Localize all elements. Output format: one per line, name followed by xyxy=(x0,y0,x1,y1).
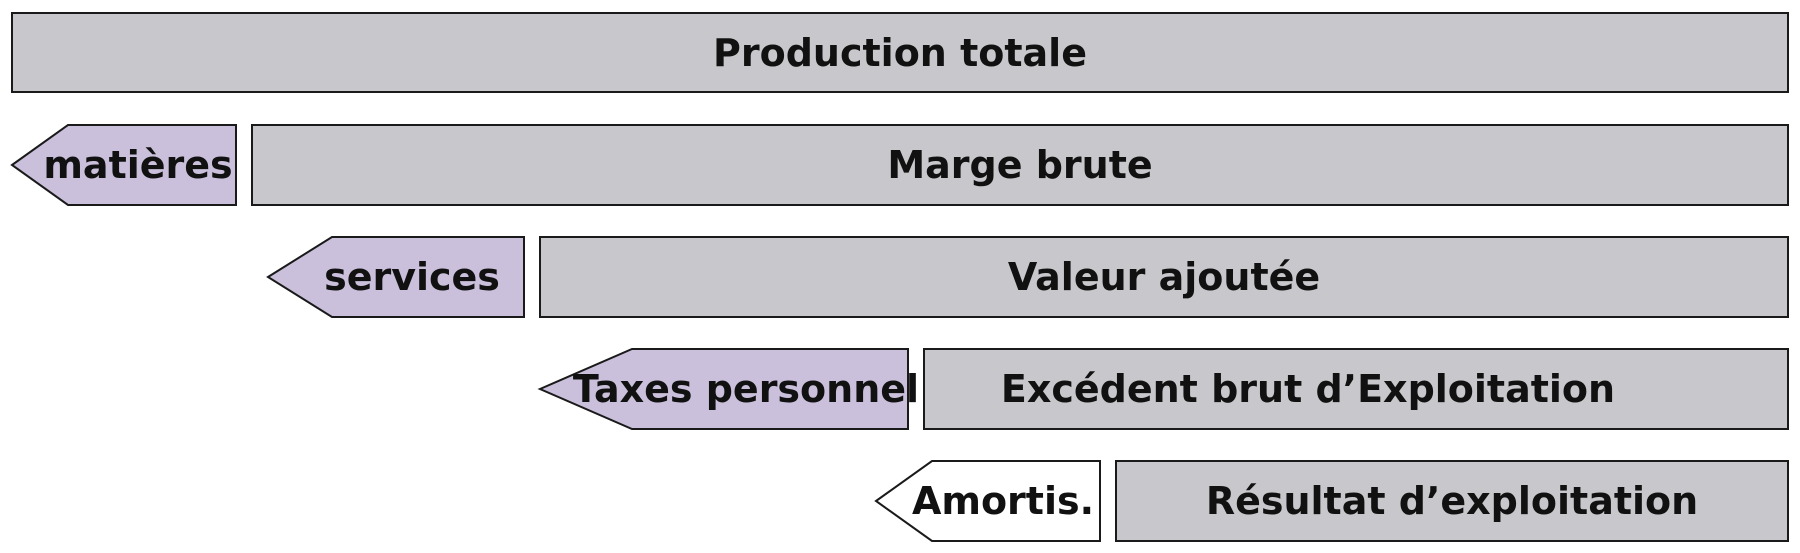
bar-valeur-ajoutee-label: Valeur ajoutée xyxy=(1008,255,1320,299)
deduction-taxes-personnel-label: Taxes personnel xyxy=(573,367,919,411)
bar-marge-brute: Marge brute xyxy=(251,124,1789,206)
bar-marge-brute-label: Marge brute xyxy=(887,143,1152,187)
bar-production-totale-label: Production totale xyxy=(713,31,1087,75)
deduction-amortissements: Amortis. xyxy=(874,460,1101,542)
bar-resultat-exploitation-label: Résultat d’exploitation xyxy=(1206,479,1698,523)
bar-excedent-brut-exploitation-label: Excédent brut d’Exploitation xyxy=(1001,367,1615,411)
deduction-amortissements-label: Amortis. xyxy=(912,479,1094,523)
bar-valeur-ajoutee: Valeur ajoutée xyxy=(539,236,1789,318)
deduction-matieres: matières xyxy=(10,124,237,206)
bar-resultat-exploitation: Résultat d’exploitation xyxy=(1115,460,1789,542)
deduction-services-label: services xyxy=(324,255,500,299)
deduction-taxes-personnel: Taxes personnel xyxy=(537,348,919,430)
deduction-matieres-label: matières xyxy=(43,143,232,187)
bar-excedent-brut-exploitation: Excédent brut d’Exploitation xyxy=(923,348,1789,430)
bar-production-totale: Production totale xyxy=(11,12,1789,93)
deduction-services: services xyxy=(266,236,525,318)
